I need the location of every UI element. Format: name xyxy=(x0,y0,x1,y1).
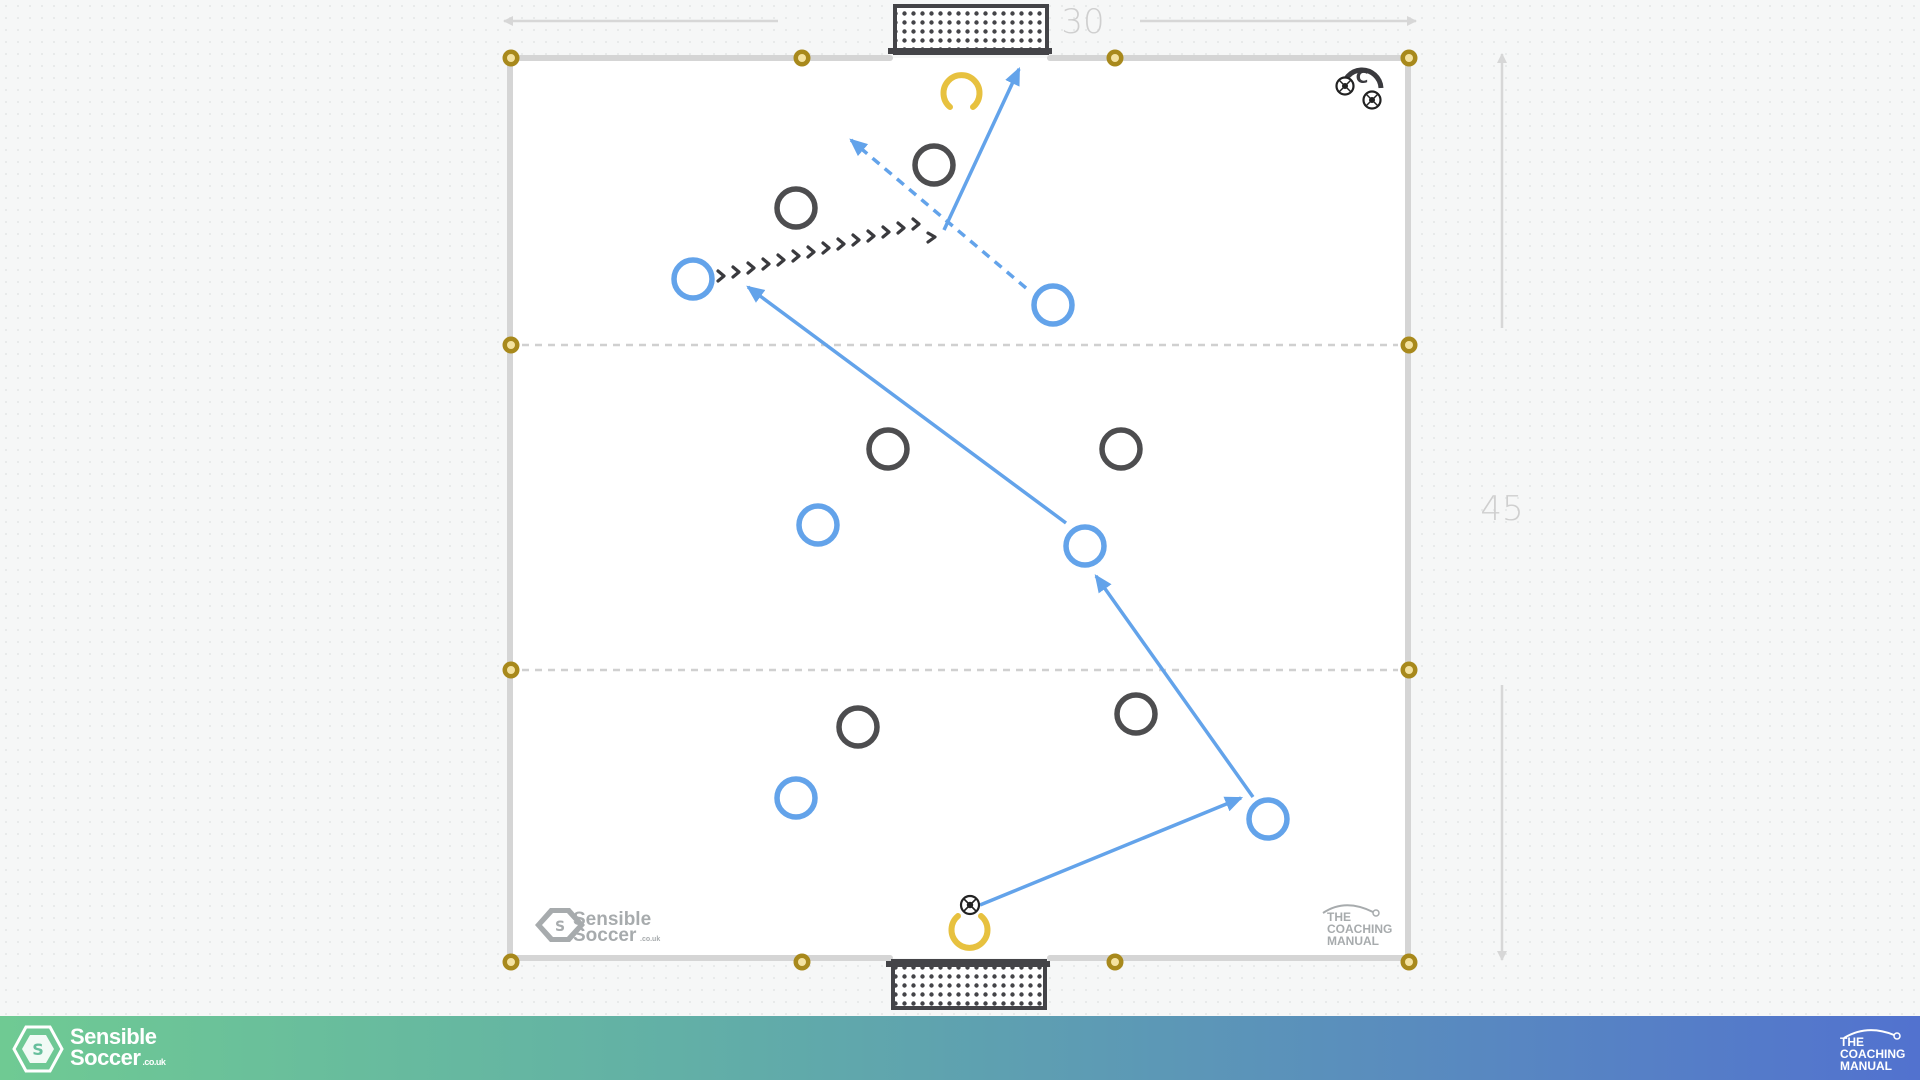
cones xyxy=(502,49,1418,971)
coaching-manual-logo xyxy=(1322,904,1374,914)
watermark-sensible-line2: Soccer xyxy=(573,925,637,946)
cone-icon xyxy=(502,953,520,971)
sensible-soccer-watermark: S Sensible Soccer .co.uk xyxy=(535,908,660,946)
footer-sensible-line2-wrap: Soccer.co.uk xyxy=(70,1045,166,1070)
goalkeeper-top xyxy=(940,72,983,110)
watermark-sensible-suffix: .co.uk xyxy=(640,936,660,943)
footer-sensible-soccer: S Sensible Soccer.co.uk xyxy=(12,1024,172,1074)
cone-icon xyxy=(793,49,811,67)
sensible-soccer-logo: S xyxy=(12,1025,64,1073)
attacker-player xyxy=(1031,283,1075,327)
width-label: 30 xyxy=(1061,2,1104,42)
footer-sensible-line1: Sensible xyxy=(70,1024,157,1049)
coaching-manual-watermark: THE COACHING MANUAL xyxy=(1322,904,1392,948)
cone-icon xyxy=(1400,49,1418,67)
svg-text:S: S xyxy=(555,919,565,935)
pitch xyxy=(510,58,1408,958)
attacker-player xyxy=(1246,797,1290,841)
defender-player xyxy=(774,186,818,230)
goal-bottom xyxy=(886,959,1050,1010)
watermark-tcm-line2: COACHING xyxy=(1327,922,1392,936)
attacker-player xyxy=(1063,524,1107,568)
watermark-tcm-line3: MANUAL xyxy=(1327,934,1379,948)
pass-arrow xyxy=(1094,574,1255,799)
attacker-player xyxy=(796,503,840,547)
attacking-team xyxy=(671,257,1290,841)
footer-bar: S Sensible Soccer.co.uk THE COACHING MAN… xyxy=(0,1016,1920,1080)
cone-icon xyxy=(793,953,811,971)
pass-arrow xyxy=(746,285,1068,525)
cone-icon xyxy=(502,49,520,67)
defender-player xyxy=(1099,427,1143,471)
footer-sensible-line2: Soccer xyxy=(70,1045,141,1070)
cone-icon xyxy=(502,336,520,354)
attacker-player xyxy=(671,257,715,301)
sensible-soccer-logo: S xyxy=(535,908,585,942)
coaching-manual-logo xyxy=(1843,1029,1901,1040)
drill-diagram: 30 45 xyxy=(502,2,1524,1010)
ball-icon xyxy=(1362,90,1382,110)
ball-icon xyxy=(959,894,981,916)
defender-player xyxy=(1114,692,1158,736)
cone-icon xyxy=(1106,49,1124,67)
dimension-width: 30 xyxy=(503,2,1417,42)
attacker-player xyxy=(774,776,818,820)
defending-team xyxy=(774,143,1158,749)
footer-sensible-suffix: .co.uk xyxy=(142,1057,166,1067)
ball-icon xyxy=(1335,76,1355,96)
footer-tcm-line2: COACHING xyxy=(1840,1047,1906,1061)
cone-icon xyxy=(1400,953,1418,971)
cone-icon xyxy=(1400,661,1418,679)
zone-dividers xyxy=(522,343,1398,672)
coach-icon: C xyxy=(1335,67,1384,110)
svg-text:S: S xyxy=(32,1040,44,1059)
defender-player xyxy=(836,705,880,749)
goalkeeper-bottom xyxy=(948,913,991,951)
dribble-path xyxy=(716,217,937,283)
goal-top xyxy=(888,4,1052,55)
watermark-tcm-line1: THE xyxy=(1327,910,1351,924)
length-label: 45 xyxy=(1480,489,1523,529)
dimension-length: 45 xyxy=(1480,53,1524,961)
shot-arrow xyxy=(942,66,1021,231)
footer-tcm-line3: MANUAL xyxy=(1840,1059,1892,1073)
coach-label: C xyxy=(1356,68,1368,88)
run-arrow xyxy=(849,138,1028,290)
defender-player xyxy=(866,427,910,471)
defender-player xyxy=(912,143,956,187)
cone-icon xyxy=(1400,336,1418,354)
footer-tcm-line1: THE xyxy=(1840,1035,1864,1049)
cone-icon xyxy=(502,661,520,679)
footer-coaching-manual: THE COACHING MANUAL xyxy=(1836,1026,1908,1074)
pass-arrow xyxy=(979,796,1244,907)
movements xyxy=(716,66,1255,907)
watermark-sensible-line1: Sensible xyxy=(573,909,651,930)
cone-icon xyxy=(1106,953,1124,971)
